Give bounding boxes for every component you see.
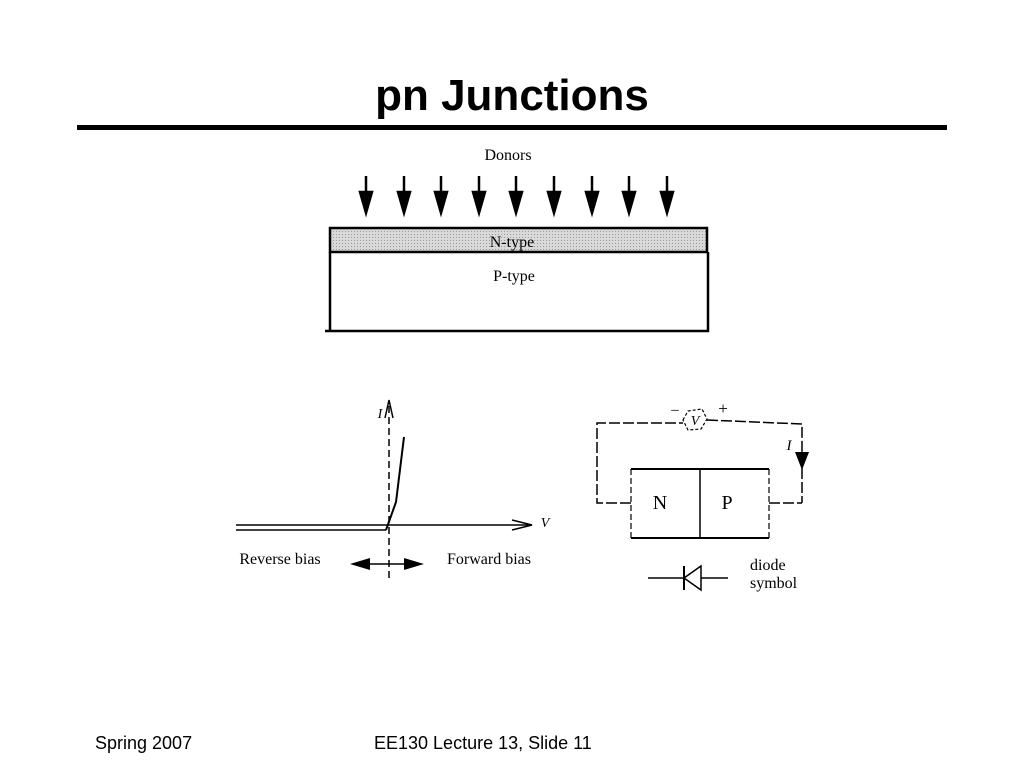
forward-bias-label: Forward bias xyxy=(447,551,531,568)
iv-characteristic: I V Reverse bias Forward bias xyxy=(236,399,551,578)
donor-arrow-icon xyxy=(358,176,374,218)
donor-arrow-icon xyxy=(659,176,675,218)
voltage-axis-arrow-icon xyxy=(511,519,533,531)
voltmeter-icon xyxy=(682,408,708,431)
diode-circuit: I V – + N P diode symbol xyxy=(596,399,809,592)
reverse-bias-label: Reverse bias xyxy=(239,551,320,568)
p-type-substrate xyxy=(325,252,710,333)
pn-junction-diagram: Donors N-type P-type I V xyxy=(236,147,809,592)
donor-arrow-icon xyxy=(471,176,487,218)
plus-terminal-label: + xyxy=(718,399,728,418)
forward-bias-arrow-icon xyxy=(404,558,424,570)
footer-date: Spring 2007 xyxy=(95,733,193,753)
minus-terminal-label: – xyxy=(670,402,679,418)
n-type-layer xyxy=(328,226,709,254)
footer-lecture: EE130 Lecture 13, Slide 11 xyxy=(374,733,592,753)
donor-arrows xyxy=(358,176,675,218)
donor-arrow-icon xyxy=(396,176,412,218)
doping-diagram: Donors N-type P-type xyxy=(325,147,710,333)
current-arrow-icon xyxy=(795,452,809,470)
diode-symbol-label-line1: diode xyxy=(750,557,786,574)
circuit-wire-right xyxy=(706,419,803,452)
voltmeter-label: V xyxy=(691,414,701,429)
donor-arrow-icon xyxy=(508,176,524,218)
iv-curve xyxy=(385,436,405,531)
circuit-wire xyxy=(596,422,683,504)
donor-arrow-icon xyxy=(621,176,637,218)
reverse-bias-arrow-icon xyxy=(350,558,370,570)
current-label: I xyxy=(786,438,793,454)
n-region-label: N xyxy=(653,492,667,514)
diode-symbol-label-line2: symbol xyxy=(750,575,798,592)
n-type-label: N-type xyxy=(490,234,534,251)
current-axis-arrow-icon xyxy=(384,399,394,419)
slide-title: pn Junctions xyxy=(375,71,649,120)
donors-label: Donors xyxy=(484,147,531,164)
voltage-axis-label: V xyxy=(541,516,551,531)
donor-arrow-icon xyxy=(433,176,449,218)
donor-arrow-icon xyxy=(546,176,562,218)
p-type-label: P-type xyxy=(493,268,535,285)
p-region-label: P xyxy=(721,492,732,514)
title-rule xyxy=(77,125,947,130)
current-axis-label: I xyxy=(377,407,384,422)
diode-symbol-icon xyxy=(648,564,728,592)
donor-arrow-icon xyxy=(584,176,600,218)
